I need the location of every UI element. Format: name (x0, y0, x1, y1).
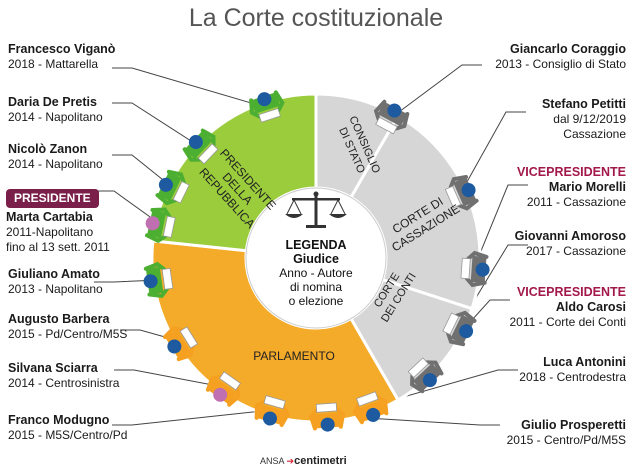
judge-seat-icon (373, 99, 410, 135)
judge-de-pretis: Daria De Pretis 2014 - Napolitano (8, 95, 103, 124)
legend-line-3: o elezione (289, 294, 344, 308)
judge-amoroso: Giovanni Amoroso 2017 - Cassazione (514, 229, 626, 258)
leader-line (112, 102, 203, 149)
judge-modugno: Franco Modugno 2015 - M5S/Centro/Pd (8, 413, 128, 442)
leader-line (112, 409, 273, 426)
credit-line: ANSA ➔centimetri (260, 455, 347, 467)
judge-prosperetti: Giulio Prosperetti 2015 - Centro/Pd/M5S (506, 418, 626, 447)
judge-seat-icon (249, 90, 285, 123)
legend-subtitle: Giudice (293, 252, 339, 266)
judge-seat-icon (442, 310, 477, 347)
seats (143, 90, 490, 432)
page-title: La Corte costituzionale (188, 4, 444, 32)
leader-line (112, 154, 175, 190)
leader-line (114, 369, 226, 388)
sector-label-parliament: PARLAMENTO (253, 349, 335, 363)
leader-line (389, 64, 482, 119)
judge-petitti: Stefano Petitti dal 9/12/2019 Cassazione (541, 97, 626, 141)
judge-seat-icon (352, 391, 389, 425)
judge-seat-icon (407, 357, 444, 394)
judge-vigano: Francesco Viganò 2018 - Mattarella (8, 42, 116, 71)
judge-seat-icon (162, 325, 199, 362)
judge-seat-icon (308, 402, 346, 432)
legend-title: LEGENDA (285, 238, 346, 252)
leader-line (94, 190, 162, 226)
judge-seat-icon (155, 169, 190, 206)
legend-line-2: di nomina (290, 280, 342, 294)
president-badge: PRESIDENTE (6, 189, 99, 208)
judge-coraggio: Giancarlo Coraggio 2013 - Consiglio di S… (495, 42, 626, 71)
judge-seat-icon (460, 250, 490, 288)
judge-carosi: VICEPRESIDENTE Aldo Carosi 2011 - Corte … (509, 285, 626, 329)
judge-seat-icon (182, 128, 219, 165)
leader-line (459, 111, 526, 194)
judge-seat-icon (143, 261, 174, 298)
judge-seat-icon (205, 371, 242, 407)
judge-antonini: Luca Antonini 2018 - Centrodestra (519, 355, 626, 384)
leader-line (473, 184, 528, 270)
arrow-icon: ➔ (286, 456, 295, 466)
judge-seat-icon (444, 174, 479, 211)
vicepresident-label: VICEPRESIDENTE (516, 285, 626, 299)
legend-line-1: Anno - Autore (279, 266, 353, 280)
judge-seat-icon (254, 395, 291, 427)
leader-line (369, 369, 518, 407)
judge-zanon: Nicolò Zanon 2014 - Napolitano (8, 142, 103, 171)
legend-disc (245, 187, 387, 329)
leader-line (112, 67, 268, 109)
judge-amato: Giuliano Amato 2013 - Napolitano (8, 267, 103, 296)
vicepresident-label: VICEPRESIDENTE (516, 165, 626, 179)
judge-morelli: VICEPRESIDENTE Mario Morelli 2011 - Cass… (516, 165, 626, 209)
judge-cartabia: PRESIDENTE Marta Cartabia 2011-Napolitan… (6, 189, 110, 254)
judge-barbera: Augusto Barbera 2015 - Pd/Centro/M5S (8, 312, 128, 341)
judge-seat-icon (145, 207, 176, 244)
judge-sciarra: Silvana Sciarra 2014 - Centrosinistra (8, 361, 120, 390)
scales-of-justice-icon (285, 191, 347, 228)
